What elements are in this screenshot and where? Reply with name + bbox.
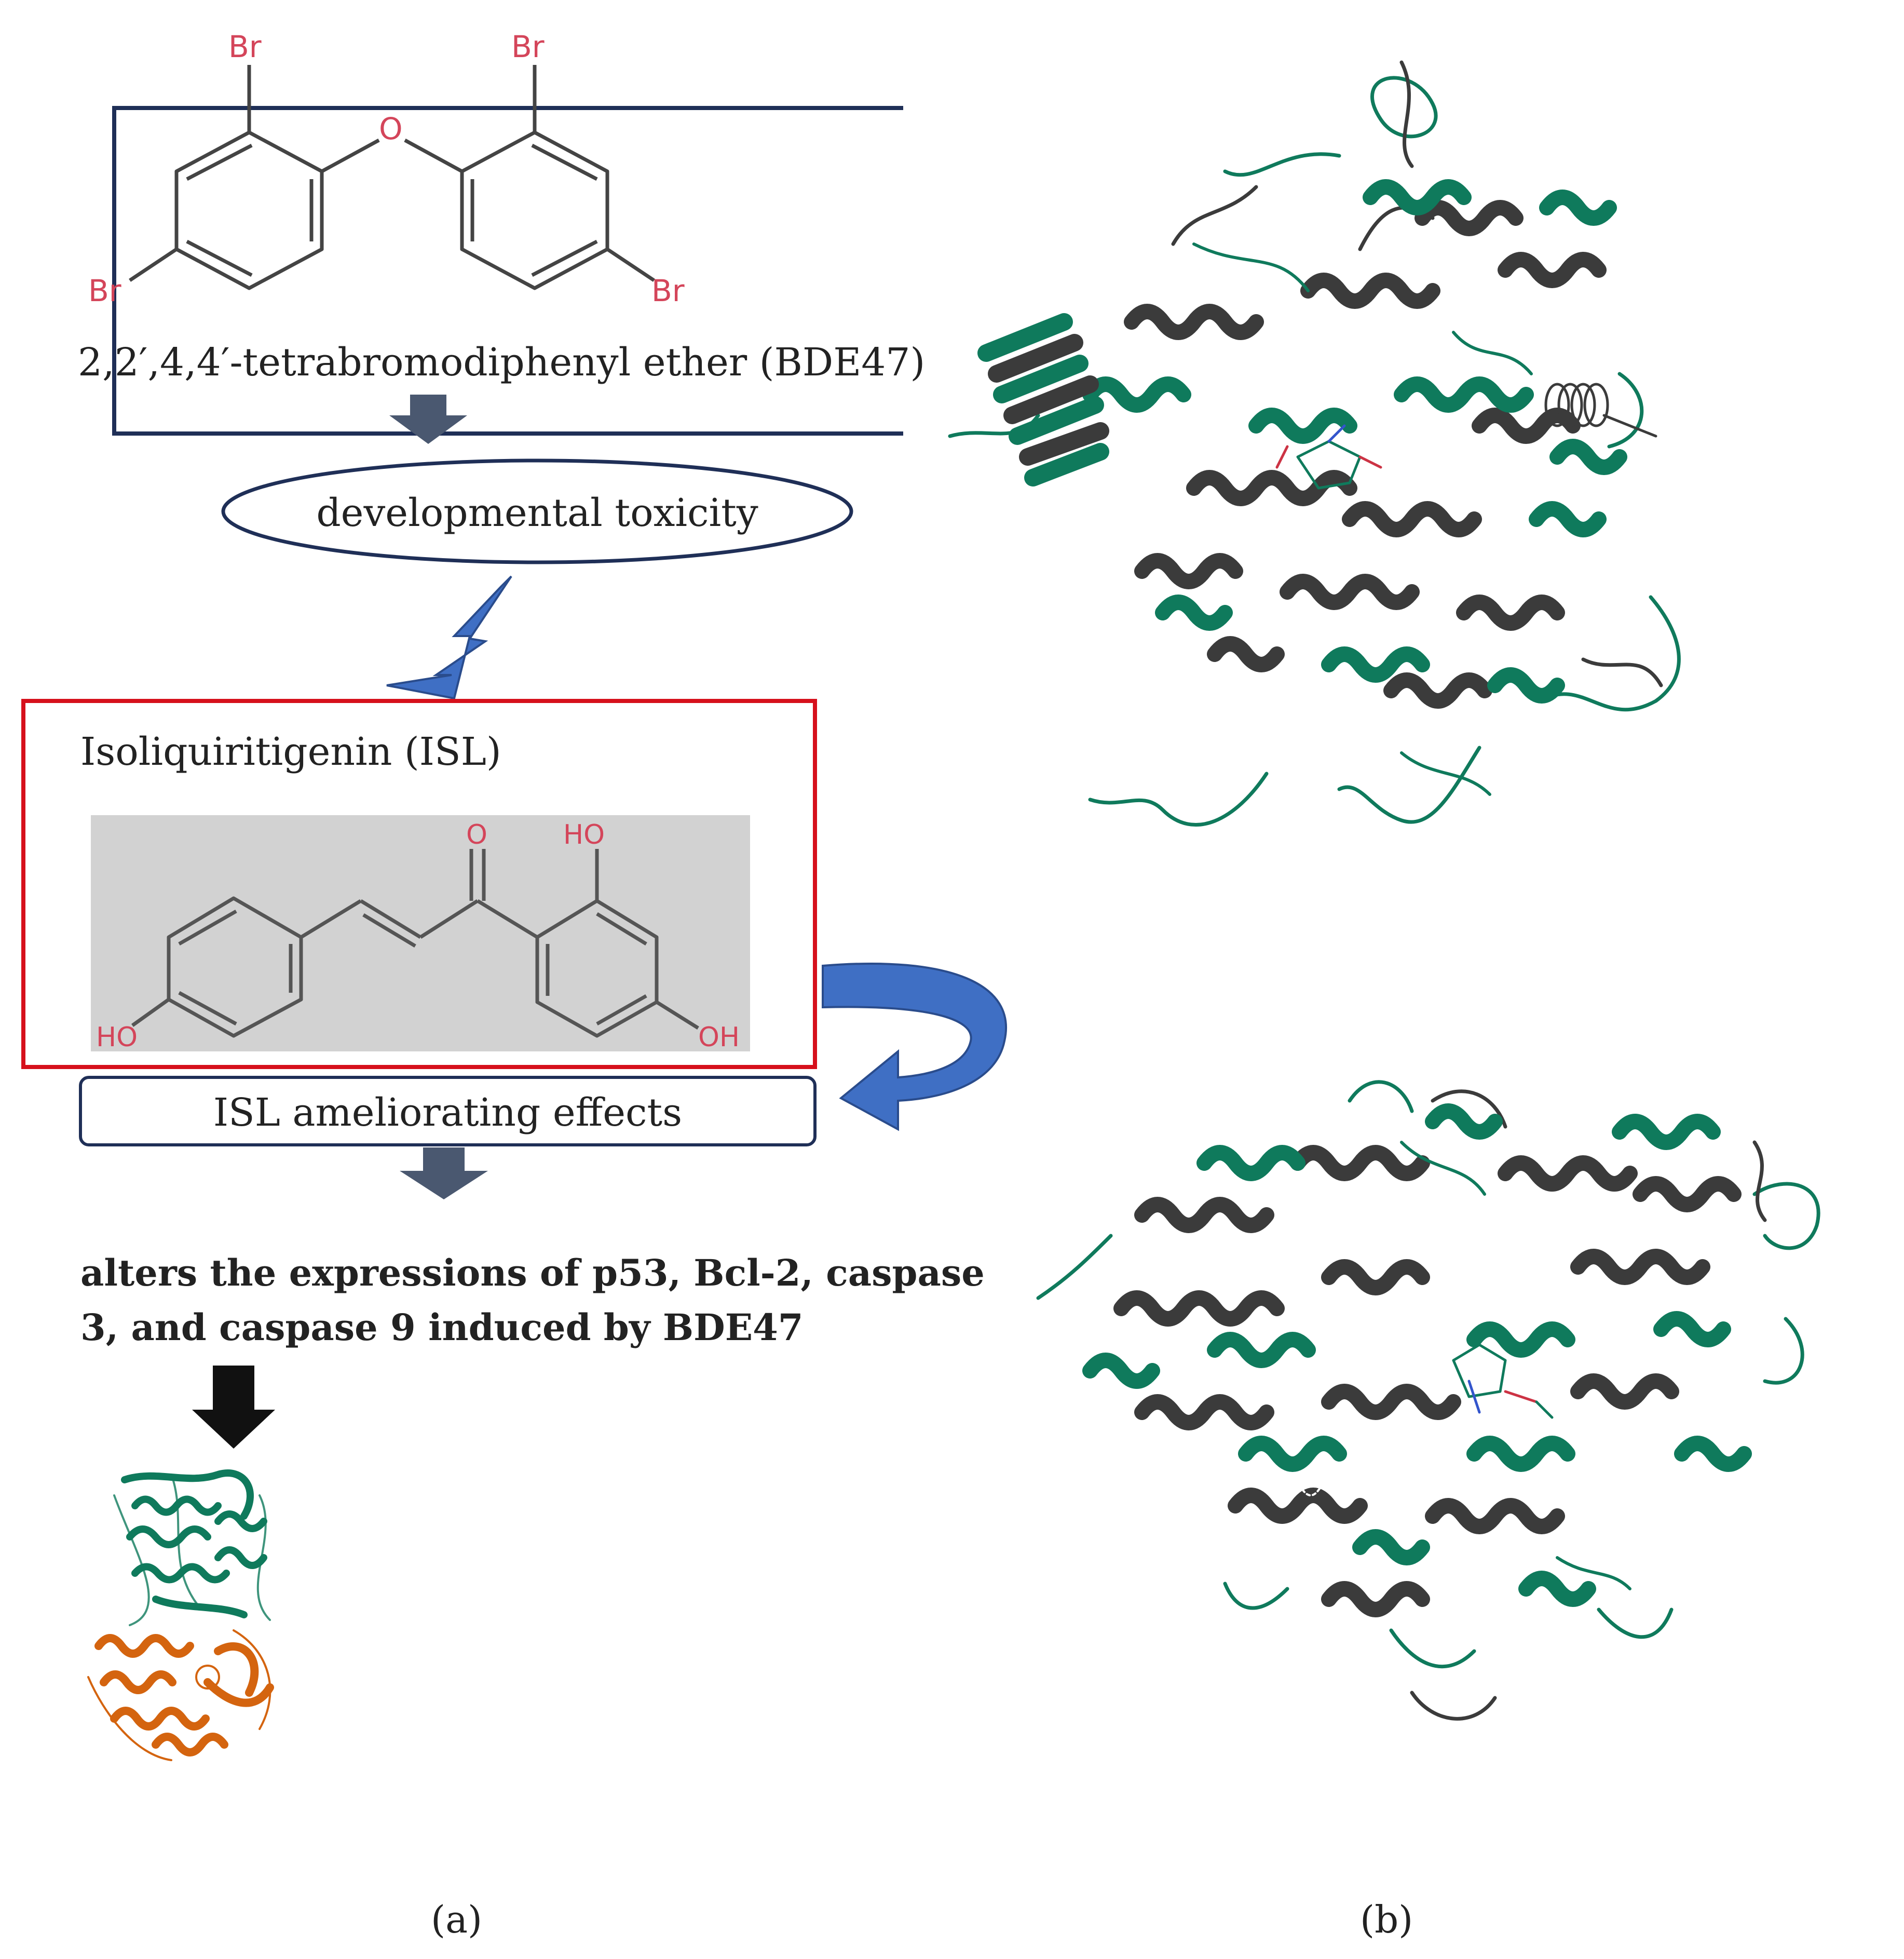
br-top-left-label: Br	[228, 29, 262, 64]
bde47-name: 2,2′,4,4′-tetrabromodiphenyl ether (BDE4…	[78, 340, 926, 385]
panel-a-label: (a)	[431, 1898, 483, 1941]
isl-structure-background	[91, 815, 750, 1051]
outcome-line-2: 3, and caspase 9 induced by BDE47	[80, 1306, 804, 1349]
panel-b-label: (b)	[1360, 1898, 1413, 1941]
carbonyl-o-label: O	[466, 819, 487, 850]
ho-top-label: HO	[563, 819, 605, 850]
toxicity-label: developmental toxicity	[316, 491, 758, 535]
br-right-label: Br	[651, 273, 685, 308]
br-top-right-label: Br	[511, 29, 545, 64]
oxygen-label: O	[379, 111, 403, 146]
effects-label: ISL ameliorating effects	[213, 1090, 683, 1135]
oh-right-label: OH	[698, 1022, 740, 1053]
outcome-line-1: alters the expressions of p53, Bcl-2, ca…	[80, 1251, 985, 1294]
isl-title: Isoliquiritigenin (ISL)	[80, 729, 501, 774]
br-left-label: Br	[88, 273, 121, 308]
ho-left-label: HO	[96, 1022, 138, 1053]
